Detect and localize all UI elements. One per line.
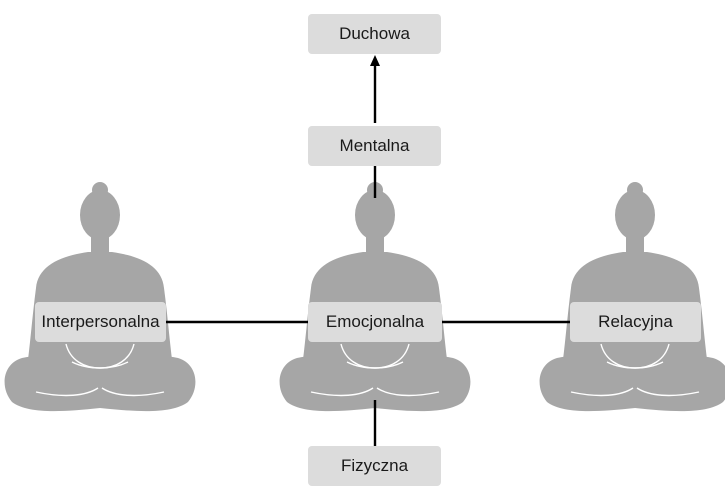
node-interpersonalna: Interpersonalna: [35, 302, 166, 342]
node-mentalna-label: Mentalna: [339, 136, 410, 155]
meditating-woman-icon-center: [278, 181, 472, 412]
meditating-woman-icon-right: [538, 181, 725, 412]
node-relacyjna: Relacyjna: [570, 302, 701, 342]
node-relacyjna-label: Relacyjna: [598, 312, 673, 331]
meditating-woman-icon-left: [3, 181, 197, 412]
node-duchowa: Duchowa: [308, 14, 441, 54]
node-mentalna: Mentalna: [308, 126, 441, 166]
node-fizyczna-label: Fizyczna: [340, 456, 409, 475]
node-duchowa-label: Duchowa: [339, 24, 410, 43]
node-fizyczna: Fizyczna: [308, 446, 441, 486]
node-interpersonalna-label: Interpersonalna: [41, 312, 160, 331]
node-emocjonalna: Emocjonalna: [308, 302, 442, 342]
node-emocjonalna-label: Emocjonalna: [325, 312, 425, 331]
arrow-up-icon: [370, 55, 380, 66]
